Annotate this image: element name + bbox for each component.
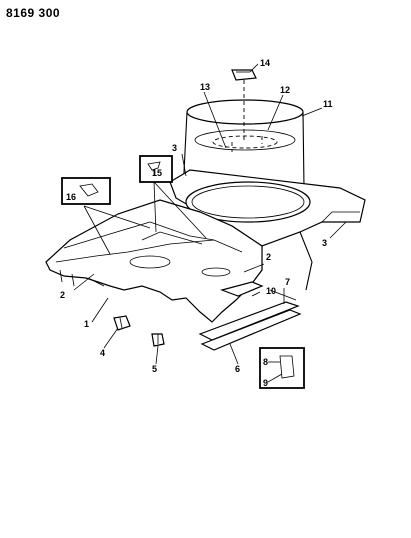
- callout-2-right: 2: [266, 252, 271, 262]
- front-floor-pan: [45, 199, 263, 323]
- callout-10: 10: [266, 286, 276, 296]
- spare-tire-well: [182, 99, 305, 193]
- inset-box-8-9: [259, 347, 305, 389]
- callout-8: 8: [263, 357, 268, 367]
- callout-15: 15: [152, 168, 162, 178]
- page-code: 8169 300: [6, 6, 61, 20]
- callout-13: 13: [200, 82, 210, 92]
- callout-4: 4: [100, 348, 105, 358]
- inset-box-15: [139, 155, 173, 183]
- rear-floor-pan: [169, 169, 366, 291]
- callout-12: 12: [280, 85, 290, 95]
- callout-9: 9: [263, 378, 268, 388]
- callout-labels: 1 2 2 3 3 4 5 6 7 8 9 10 11 12 13 14 15 …: [60, 58, 333, 388]
- callout-7: 7: [285, 277, 290, 287]
- inset-box-16: [61, 177, 111, 205]
- callout-3-top: 3: [172, 143, 177, 153]
- callout-11: 11: [323, 99, 333, 109]
- callout-1: 1: [84, 319, 89, 329]
- callout-3-right: 3: [322, 238, 327, 248]
- leader-lines: [73, 63, 347, 383]
- callout-14: 14: [260, 58, 270, 68]
- hold-down-bracket: [231, 69, 257, 140]
- callout-16: 16: [66, 192, 76, 202]
- callout-5: 5: [152, 364, 157, 374]
- bracket-5: [151, 333, 165, 347]
- bracket-4: [113, 315, 131, 331]
- callout-2-left: 2: [60, 290, 65, 300]
- sill-crossmember: [198, 281, 302, 351]
- callout-6: 6: [235, 364, 240, 374]
